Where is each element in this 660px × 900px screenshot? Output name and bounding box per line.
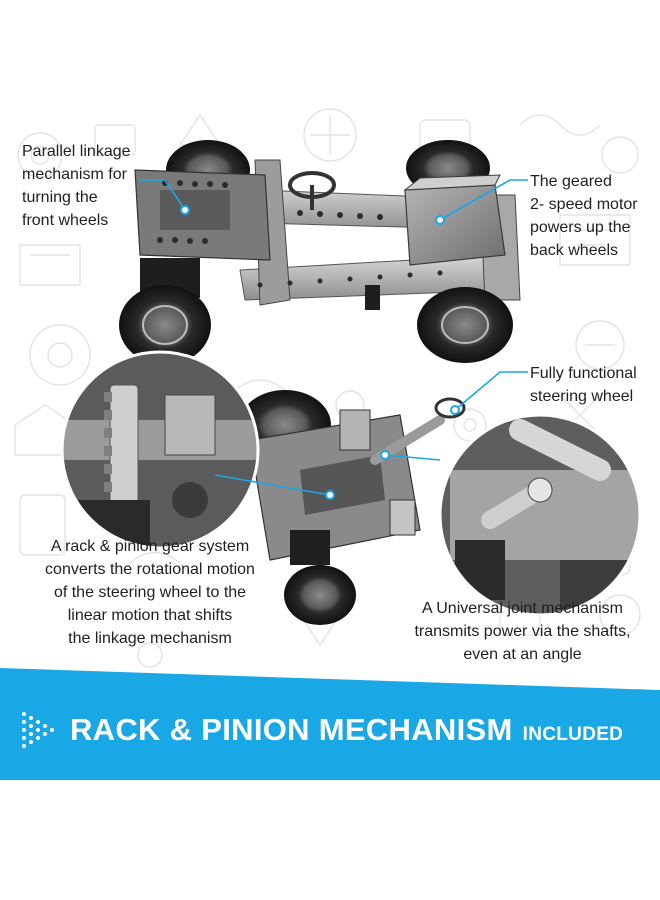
banner-main-text: RACK & PINION MECHANISM — [70, 712, 513, 747]
annotation-line: linear motion that shifts — [67, 607, 233, 624]
banner-background — [0, 668, 660, 780]
annotation-parallel-linkage: Parallel linkage mechanism for turning t… — [22, 140, 182, 232]
annotation-line: Fully functional — [530, 365, 637, 382]
chassis-top-view — [119, 140, 521, 365]
annotation-line: powers up the — [530, 219, 631, 236]
annotation-line: mechanism for — [22, 166, 127, 183]
annotation-line: The geared — [530, 173, 612, 190]
annotation-line: Parallel linkage — [22, 143, 131, 160]
banner-title: RACK & PINION MECHANISM INCLUDED — [70, 712, 623, 756]
annotation-line: 2- speed motor — [530, 196, 638, 213]
annotation-line: converts the rotational motion — [45, 561, 255, 578]
annotation-line: A Universal joint mechanism — [422, 600, 623, 617]
annotation-line: steering wheel — [530, 388, 634, 405]
annotation-line: A rack & pinion gear system — [50, 538, 250, 555]
annotation-rack-pinion: A rack & pinion gear system converts the… — [20, 535, 280, 650]
annotation-universal-joint: A Universal joint mechanism transmits po… — [395, 597, 650, 666]
annotation-steering-wheel: Fully functional steering wheel — [530, 362, 655, 408]
front-axle-assembly — [239, 390, 466, 625]
annotation-line: front wheels — [22, 212, 109, 229]
annotation-line: turning the — [22, 189, 98, 206]
annotation-line: back wheels — [530, 242, 619, 259]
background-doodle-pattern — [14, 108, 641, 668]
leader-lines — [140, 179, 528, 496]
annotation-line: of the steering wheel to the — [53, 584, 247, 601]
annotation-line: even at an angle — [463, 646, 582, 663]
universal-joint-inset — [438, 413, 642, 617]
annotation-line: the linkage mechanism — [68, 630, 232, 647]
rack-pinion-inset — [60, 350, 260, 550]
dotted-arrow-icon — [22, 712, 54, 748]
annotation-geared-motor: The geared 2- speed motor powers up the … — [530, 170, 655, 262]
annotation-line: transmits power via the shafts, — [414, 623, 631, 640]
banner-sub-text: INCLUDED — [522, 724, 624, 745]
